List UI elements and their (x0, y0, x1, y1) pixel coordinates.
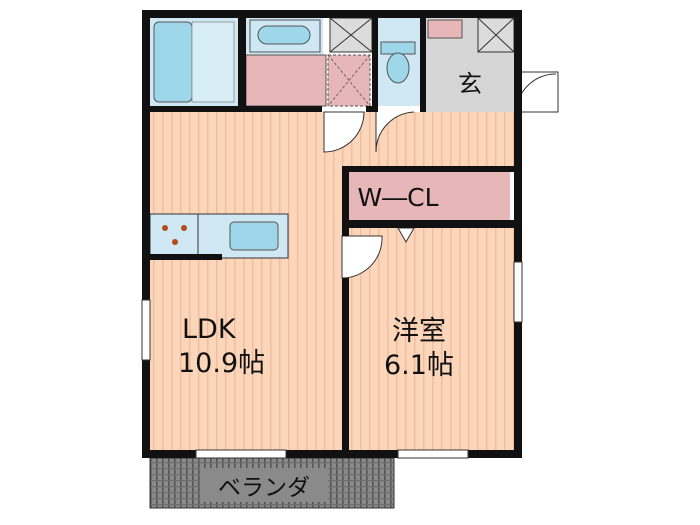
door-swing (341, 235, 383, 279)
ldk-size: 10.9帖 (178, 348, 265, 379)
ldk-floor (150, 112, 342, 450)
bathtub-icon (153, 21, 193, 103)
door-swing (375, 111, 415, 153)
stove-icon (149, 213, 199, 259)
window (513, 261, 523, 323)
walls (142, 10, 522, 458)
western-name: 洋室 (392, 316, 446, 347)
window (397, 449, 469, 459)
closet-label: W―CL (357, 183, 438, 212)
door-swing (323, 111, 365, 153)
window (195, 449, 287, 459)
toilet-icon (386, 52, 410, 84)
western-size: 6.1帖 (384, 350, 454, 381)
hall-floor (342, 112, 514, 170)
shoe-cabinet (427, 19, 463, 39)
ldk-name: LDK (182, 314, 237, 345)
balcony-label: ベランダ (218, 475, 310, 501)
western-room-floor (349, 228, 514, 450)
window (141, 299, 151, 361)
walk-in-closet (349, 172, 510, 220)
sink-icon (229, 221, 279, 251)
washer-space (245, 54, 327, 107)
entrance-label: 玄 (458, 70, 482, 98)
